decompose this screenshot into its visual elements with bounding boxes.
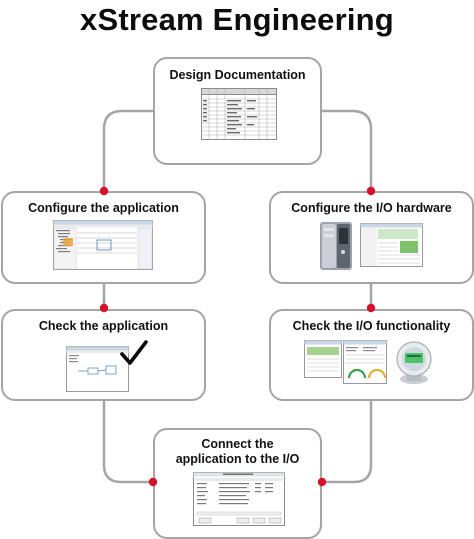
connector-design-to-configure-app [102,109,153,191]
connector-check-app-to-connect [102,401,153,484]
io-test-screen-thumbnail [304,340,342,378]
step-check-io-functionality-label: Check the I/O functionality [292,319,451,333]
junction-dot [366,303,376,313]
step-check-application-label: Check the application [38,319,169,333]
connector-check-io-to-connect [322,401,373,484]
junction-dot [317,477,327,487]
step-connect-application-label-line1: Connect the [201,437,274,451]
application-check-screen-thumbnail [66,346,129,392]
junction-dot [99,186,109,196]
io-mapping-dialog-thumbnail [193,472,285,526]
page-title: xStream Engineering [80,2,394,37]
step-connect-application-label-line2: application to the I/O [175,452,300,466]
io-device-image [396,341,432,384]
application-editor-thumbnail [53,220,153,270]
design-document-thumbnail [201,88,277,140]
junction-dot [148,477,158,487]
step-check-application: Check the application [1,309,206,401]
step-check-io-functionality: Check the I/O functionality [269,309,474,401]
step-configure-io-hardware: Configure the I/O hardware [269,191,474,284]
step-configure-application: Configure the application [1,191,206,284]
step-design-documentation: Design Documentation [153,57,322,165]
io-diagnostics-screen-thumbnail [343,340,387,384]
checkmark-icon [120,340,148,365]
step-connect-application-to-io: Connect the application to the I/O [153,428,322,539]
step-configure-application-label: Configure the application [28,201,179,215]
step-design-documentation-label: Design Documentation [169,68,306,82]
io-configuration-screen-thumbnail [360,223,423,267]
io-hardware-cabinet-image [320,222,352,270]
junction-dot [366,186,376,196]
connector-design-to-configure-io [322,109,373,191]
junction-dot [99,303,109,313]
step-configure-io-hardware-label: Configure the I/O hardware [291,201,452,215]
